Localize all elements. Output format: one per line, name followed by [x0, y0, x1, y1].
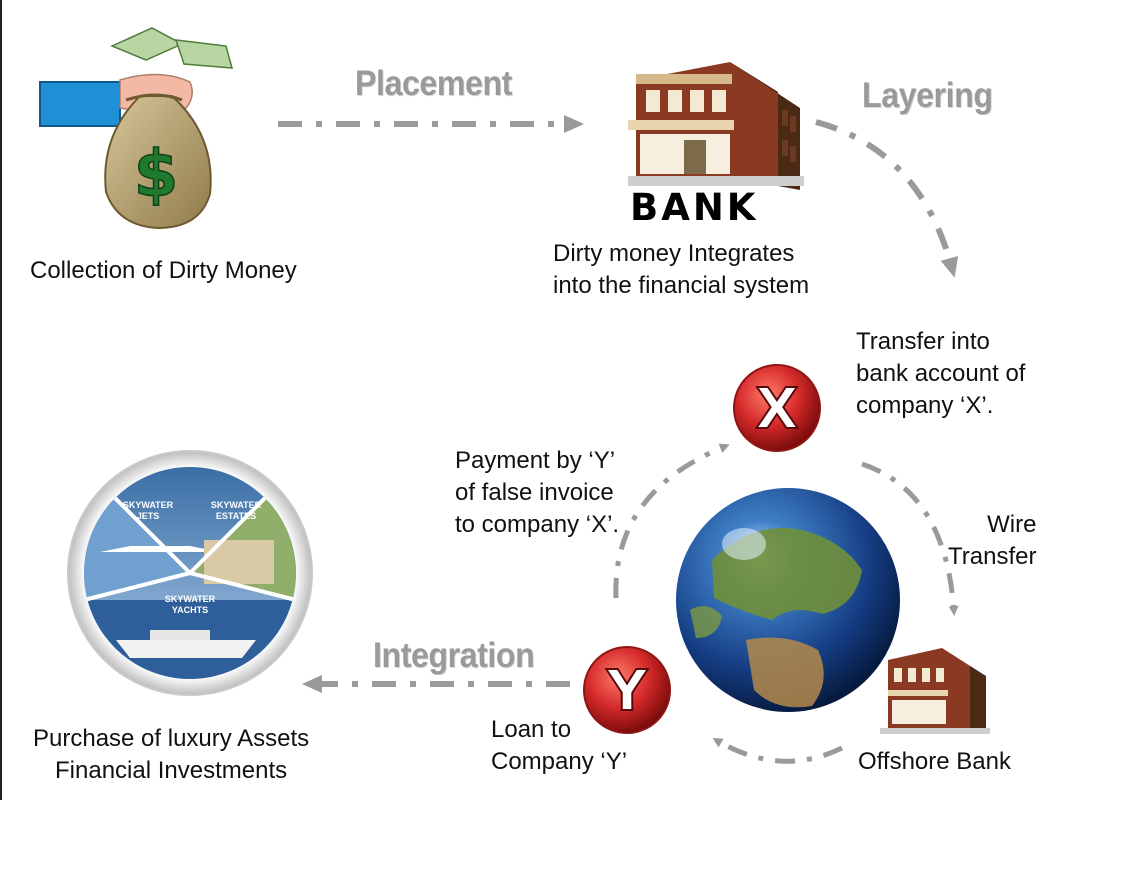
- offshore-to-y-arrow: [712, 737, 844, 764]
- stage-layering: Layering: [862, 76, 993, 115]
- purchase-label: Purchase of luxury Assets Financial Inve…: [33, 725, 310, 784]
- payment-y-label: Payment by ‘Y’ of false invoice to compa…: [455, 447, 620, 538]
- company-y-badge: Y: [583, 646, 671, 734]
- left-border-line: [0, 0, 2, 800]
- offshore-bank-icon: [880, 648, 990, 734]
- globe-icon: [676, 488, 900, 712]
- transfer-x-label: Transfer into bank account of company ‘X…: [856, 328, 1026, 419]
- stage-integration: Integration: [373, 636, 535, 675]
- bank-integrates-label: Dirty money Integrates into the financia…: [553, 240, 810, 299]
- badge-y-letter: Y: [606, 659, 649, 724]
- money-bag-icon: $: [39, 27, 234, 230]
- loan-label: Loan to Company ‘Y’: [491, 716, 628, 775]
- badge-x-letter: X: [755, 377, 798, 442]
- svg-text:$: $: [134, 138, 179, 212]
- bank-sign: BANK: [630, 186, 759, 229]
- collection-label: Collection of Dirty Money: [30, 257, 297, 284]
- sleeve-shape: [39, 81, 121, 127]
- layering-arrow: [815, 119, 959, 278]
- stage-placement: Placement: [355, 64, 512, 103]
- offshore-bank-label: Offshore Bank: [858, 748, 1011, 775]
- wire-transfer-label: Wire Transfer: [948, 511, 1037, 570]
- company-x-badge: X: [733, 364, 821, 452]
- bank-building-icon: [628, 62, 804, 190]
- wire-transfer-arrow: [861, 461, 959, 616]
